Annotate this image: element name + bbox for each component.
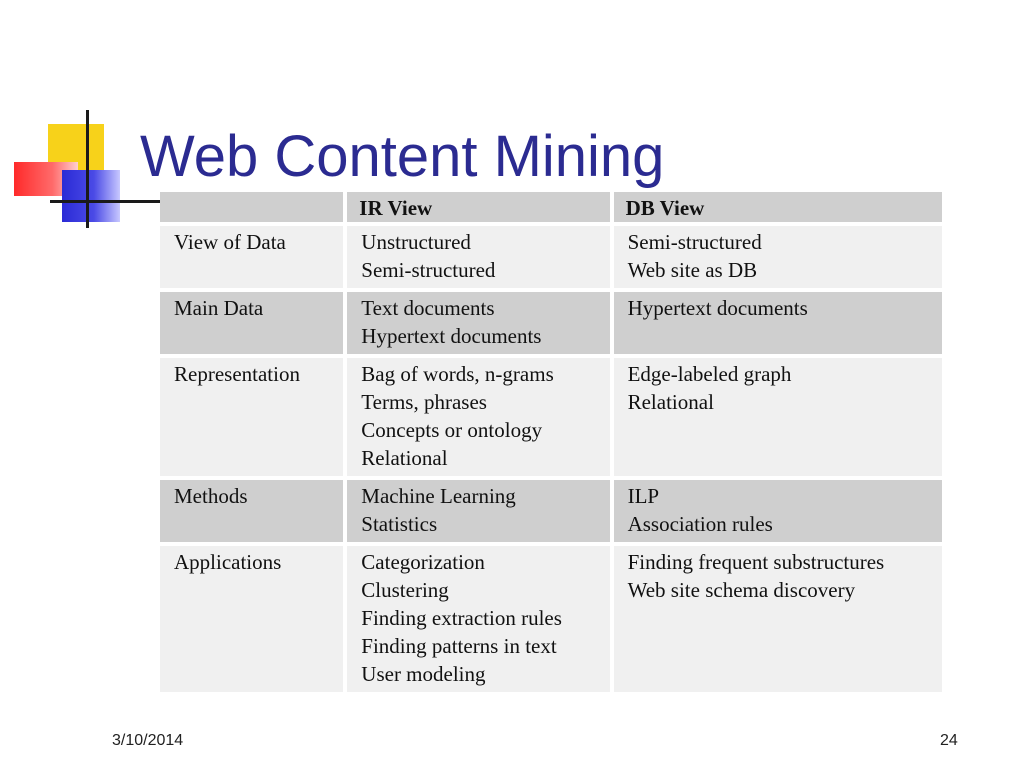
header-cell-ir-view: IR View <box>347 192 610 222</box>
header-cell-empty <box>160 192 344 222</box>
header-cell-db-view: DB View <box>613 192 942 222</box>
footer-date: 3/10/2014 <box>112 732 184 749</box>
row-label: Main Data <box>160 292 344 354</box>
decor-blue-square <box>62 170 120 222</box>
row-label: Representation <box>160 358 344 476</box>
db-cell: Hypertext documents <box>613 292 942 354</box>
decor-vertical-line <box>86 110 89 228</box>
comparison-table: IR View DB View View of Data Unstructure… <box>156 188 946 696</box>
row-label: Methods <box>160 480 344 542</box>
table-header-row: IR View DB View <box>160 192 942 222</box>
row-label: Applications <box>160 546 344 692</box>
slide-title: Web Content Mining <box>140 124 665 189</box>
row-label: View of Data <box>160 226 344 288</box>
decor-horizontal-line <box>50 200 160 203</box>
footer-page-number: 24 <box>940 732 958 749</box>
